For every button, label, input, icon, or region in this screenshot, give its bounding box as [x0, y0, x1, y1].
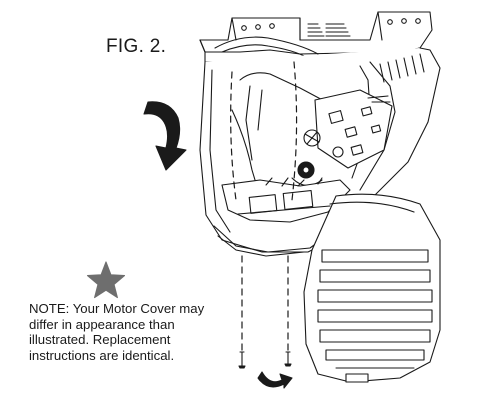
- note-text: NOTE: Your Motor Cover may differ in app…: [29, 301, 219, 363]
- motor-cover-housing: [199, 47, 441, 257]
- screw-icon: [238, 351, 246, 369]
- alignment-dashed-lines: [230, 61, 298, 353]
- light-lens-panel: [303, 193, 441, 383]
- rotate-clockwise-arrow-icon: [143, 101, 187, 171]
- note-line: differ in appearance than: [29, 316, 175, 332]
- figure-title: FIG. 2.: [106, 36, 167, 57]
- note-line: instructions are identical.: [29, 347, 175, 363]
- note-line: illustrated. Replacement: [29, 332, 171, 348]
- star-icon: [86, 261, 126, 299]
- screw-icon: [284, 351, 292, 367]
- mounting-bracket: [199, 11, 433, 67]
- note-line: NOTE: Your Motor Cover may: [29, 301, 205, 316]
- small-turn-arrow-icon: [257, 371, 293, 389]
